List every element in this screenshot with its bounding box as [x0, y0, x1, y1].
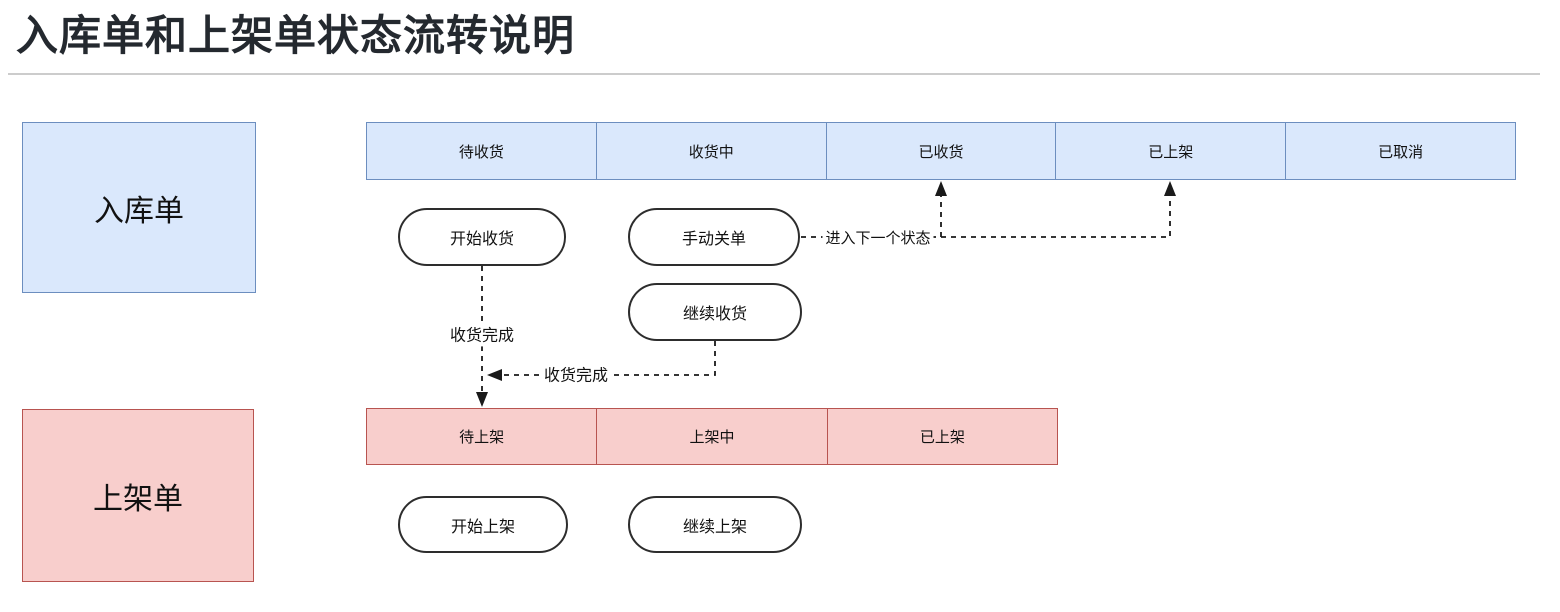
arrowhead-up-shelved-icon — [1164, 181, 1176, 196]
action-pill-continue-shelve-label: 继续上架 — [682, 518, 747, 536]
inbound-status-row: 待收货 收货中 已收货 已上架 已取消 — [366, 122, 1516, 180]
shelving-entity-box: 上架单 — [22, 409, 254, 582]
edge-label-receive-done-2: 收货完成 — [540, 365, 612, 387]
shelving-status-cell-shelved: 已上架 — [827, 408, 1058, 465]
edge-label-receive-done-1: 收货完成 — [446, 325, 518, 347]
shelving-entity-label: 上架单 — [93, 482, 183, 516]
title-divider — [8, 73, 1540, 75]
inbound-status-cell-pending-receive: 待收货 — [366, 122, 597, 180]
action-pill-start-receive: 开始收货 — [398, 208, 566, 266]
inbound-entity-box: 入库单 — [22, 122, 256, 293]
action-pill-start-shelve: 开始上架 — [398, 496, 568, 553]
shelving-status-cell-shelving: 上架中 — [597, 408, 828, 465]
page-title: 入库单和上架单状态流转说明 — [16, 12, 576, 59]
action-pill-manual-close-label: 手动关单 — [681, 231, 746, 248]
arrowhead-left-receive-done-icon — [487, 369, 502, 381]
action-pill-continue-receive: 继续收货 — [628, 283, 802, 341]
arrowhead-down-pending-shelve-icon — [476, 392, 488, 407]
arrowhead-up-received-icon — [935, 181, 947, 196]
action-pill-continue-shelve: 继续上架 — [628, 496, 802, 553]
action-pill-start-shelve-label: 开始上架 — [450, 518, 515, 536]
shelving-status-row: 待上架 上架中 已上架 — [366, 408, 1058, 465]
action-pill-start-receive-label: 开始收货 — [449, 231, 514, 248]
inbound-status-cell-shelved: 已上架 — [1056, 122, 1287, 180]
action-pill-continue-receive-label: 继续收货 — [682, 306, 747, 323]
inbound-status-cell-receiving: 收货中 — [596, 122, 827, 180]
edge-label-next-state: 进入下一个状态 — [822, 229, 934, 249]
inbound-status-cell-received: 已收货 — [826, 122, 1057, 180]
shelving-status-cell-pending-shelve: 待上架 — [366, 408, 598, 465]
inbound-status-cell-cancelled: 已取消 — [1286, 122, 1516, 180]
action-pill-manual-close: 手动关单 — [628, 208, 800, 266]
inbound-entity-label: 入库单 — [94, 194, 184, 228]
